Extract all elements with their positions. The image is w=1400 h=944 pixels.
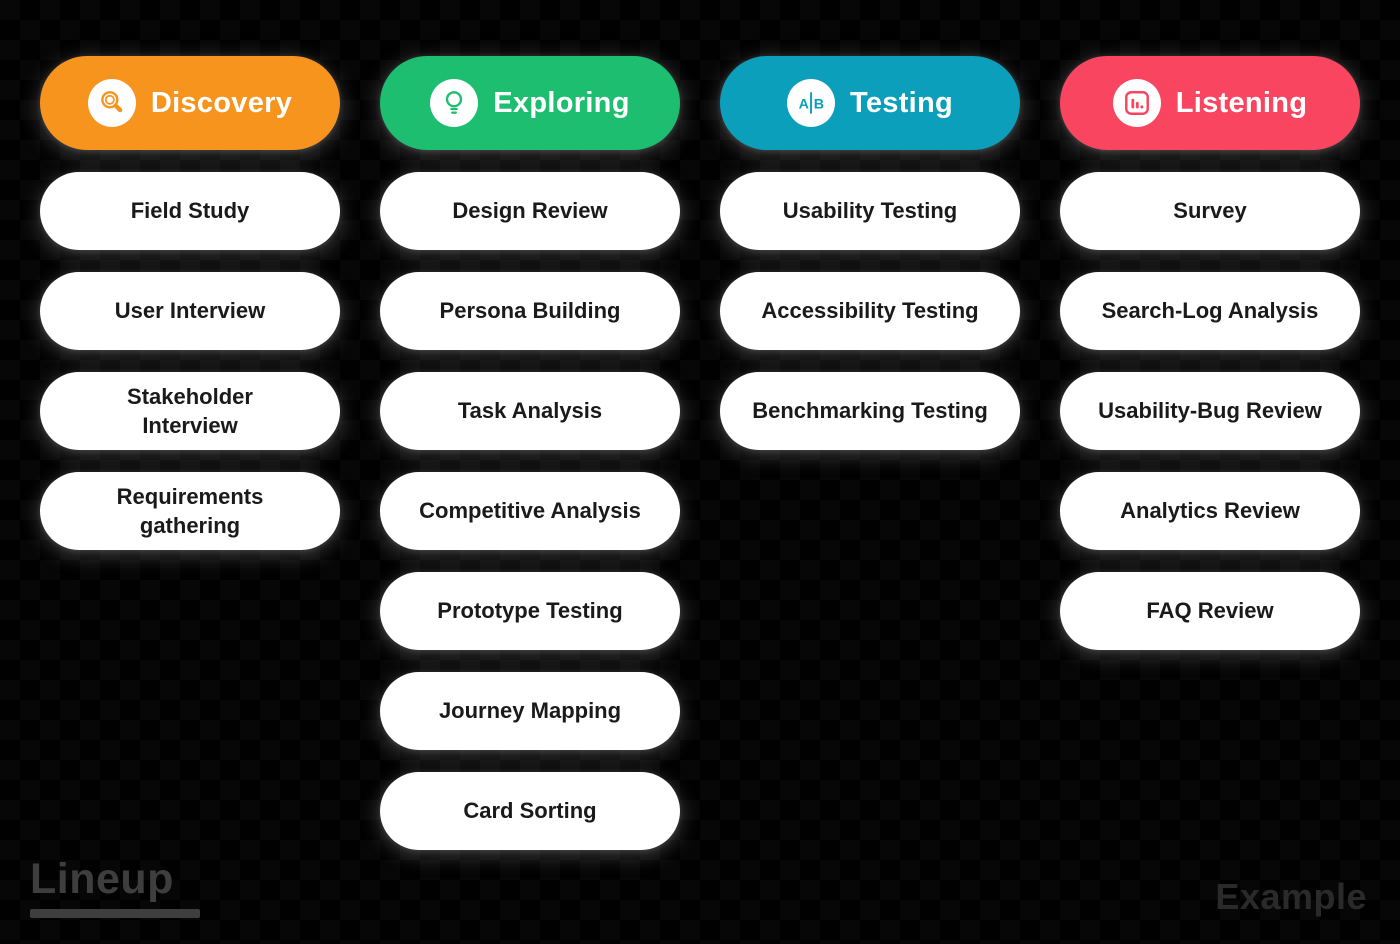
method-pill: Usability-Bug Review [1060,372,1360,450]
method-pill: Benchmarking Testing [720,372,1020,450]
category-title: Listening [1175,86,1308,119]
category-header-exploring: Exploring [380,56,680,150]
method-pill: Design Review [380,172,680,250]
column-exploring: Exploring Design Review Persona Building… [380,56,680,872]
method-pill: Analytics Review [1060,472,1360,550]
method-list: Survey Search-Log Analysis Usability-Bug… [1060,172,1360,650]
method-pill: Prototype Testing [380,572,680,650]
column-discovery: Discovery Field Study User Interview Sta… [40,56,340,572]
method-pill: Task Analysis [380,372,680,450]
method-pill: Persona Building [380,272,680,350]
bar-chart-icon [1112,79,1161,127]
watermark-logo: Lineup [30,858,200,918]
method-pill: Requirements gathering [40,472,340,550]
logo-wordmark: Lineup [30,855,174,903]
method-list: Design Review Persona Building Task Anal… [380,172,680,850]
method-pill: Journey Mapping [380,672,680,750]
method-pill: Search-Log Analysis [1060,272,1360,350]
method-pill: Survey [1060,172,1360,250]
category-title: Testing [849,86,954,119]
method-list: Field Study User Interview Stakeholder I… [40,172,340,550]
method-pill: FAQ Review [1060,572,1360,650]
category-header-discovery: Discovery [40,56,340,150]
svg-text:B: B [814,96,824,112]
category-title: Discovery [150,86,293,119]
category-title: Exploring [493,86,630,119]
magnifier-icon [87,79,136,127]
method-pill: Field Study [40,172,340,250]
category-header-listening: Listening [1060,56,1360,150]
watermark-example: Example [1215,876,1367,917]
method-pill: Card Sorting [380,772,680,850]
svg-text:A: A [799,96,809,112]
logo-tagline-bar [30,909,200,918]
method-pill: Competitive Analysis [380,472,680,550]
method-pill: User Interview [40,272,340,350]
method-pill: Stakeholder Interview [40,372,340,450]
method-list: Usability Testing Accessibility Testing … [720,172,1020,450]
column-listening: Listening Survey Search-Log Analysis Usa… [1060,56,1360,672]
lightbulb-icon [430,79,479,127]
method-pill: Accessibility Testing [720,272,1020,350]
method-pill: Usability Testing [720,172,1020,250]
